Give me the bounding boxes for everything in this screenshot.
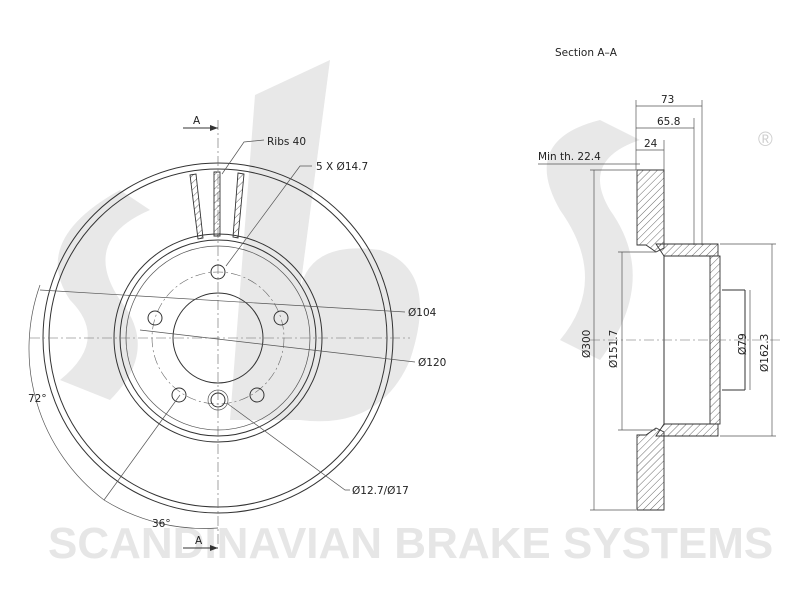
bolt-hole [171,387,187,403]
angle-ray [103,394,181,501]
min-thickness-label: Min th. 22.4 [538,151,601,163]
angle-72-arc [28,284,105,501]
dim-73: 73 [661,94,674,106]
dim-300: Ø300 [581,330,593,358]
brand-watermark-text: SCANDINAVIAN BRAKE SYSTEMS [48,519,773,568]
angle-36-label: 36° [152,518,171,530]
bolt-hole [210,264,226,280]
cooling-ribs [189,171,245,240]
registered-mark: ® [758,129,773,151]
hole-leader [227,403,350,491]
section-marker-top: A [193,115,201,127]
friction-ring-upper [636,169,665,253]
bolt-holes-leader [225,165,312,267]
bolt-hole [249,387,265,403]
angle-72-label: 72° [28,393,47,405]
ribs-leader [221,139,265,175]
diameter-104-label: Ø104 [408,307,437,319]
ribs-label: Ribs 40 [267,136,306,148]
sbs-logo-watermark [57,60,640,422]
dim-151-7: Ø151.7 [608,330,620,368]
friction-ring-lower [636,427,665,511]
dim-79: Ø79 [737,333,749,355]
hat-wall-upper [655,243,719,257]
dim-24: 24 [644,138,658,150]
center-bore [172,292,264,384]
bolt-holes [147,264,289,411]
locating-hole-outer [207,389,229,411]
locating-hole [210,392,226,408]
front-view: A A Ribs 40 5 X Ø14.7 Ø104 Ø120 Ø12.7/Ø1… [28,115,446,551]
hat-wall-lower [655,423,719,437]
bolt-holes-label: 5 X Ø14.7 [316,161,368,173]
section-marker-bottom: A [195,535,203,547]
angle-36-arc [103,499,219,529]
bolt-hole [147,310,163,326]
section-view: Section A–A 73 65.8 24 Min th. 22.4 [538,47,780,511]
dim-162-3: Ø162.3 [759,334,771,372]
arrow-head [210,125,218,131]
watermark: SCANDINAVIAN BRAKE SYSTEMS ® [48,60,773,568]
section-title: Section A–A [555,47,618,59]
dim-65-8: 65.8 [657,116,680,128]
diameter-104-line [39,289,406,313]
diameter-120-label: Ø120 [418,357,446,369]
hole-label: Ø12.7/Ø17 [352,485,409,497]
diameter-120-line [139,329,416,363]
bolt-hole [273,310,289,326]
arrow-head [210,545,218,551]
